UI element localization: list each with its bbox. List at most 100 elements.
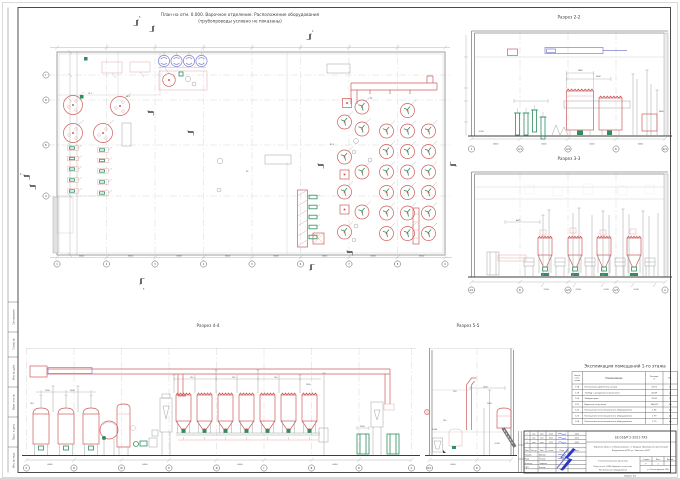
format-label: Формат А1 — [624, 475, 637, 478]
svg-text:3: 3 — [154, 263, 156, 266]
svg-text:16.21: 16.21 — [549, 438, 554, 440]
s22-masts — [631, 69, 659, 135]
svg-text:Дв: Дв — [669, 410, 673, 412]
svg-text:А/2: А/2 — [566, 289, 570, 292]
s22-crane-beam — [544, 47, 627, 54]
svg-text:Д: Д — [669, 398, 671, 400]
plan-tank-cluster — [337, 96, 373, 243]
svg-text:А: А — [411, 467, 413, 470]
svg-text:Пров.: Пров. — [525, 459, 530, 461]
svg-text:Д: Д — [669, 392, 671, 394]
svg-text:Б: Б — [615, 148, 617, 151]
svg-text:5: 5 — [251, 263, 253, 266]
svg-text:зам.: зам. — [532, 433, 536, 435]
s33-equipment: 4675 — [486, 207, 659, 277]
svg-text:750: 750 — [453, 391, 457, 393]
svg-text:6000: 6000 — [237, 464, 243, 466]
s44-green-frames: 1500 — [356, 401, 400, 455]
svg-text:0,000: 0,000 — [432, 429, 438, 431]
svg-text:42.89: 42.89 — [651, 392, 657, 394]
svg-text:Б/1: Б/1 — [663, 148, 667, 151]
floor-plan: План на отм. 0.000. Варочное отделение. … — [20, 12, 457, 291]
svg-text:К2: К2 — [370, 98, 372, 100]
svg-text:6000: 6000 — [638, 144, 644, 146]
floor-drain — [216, 187, 222, 193]
svg-text:750: 750 — [232, 377, 236, 379]
svg-text:6000: 6000 — [450, 464, 456, 466]
svg-text:4: 4 — [20, 173, 22, 176]
svg-text:Кат.: Кат. — [668, 378, 672, 380]
s44-elevator — [159, 393, 173, 455]
s44-duct — [29, 365, 395, 411]
plan-pumps-duct — [308, 194, 321, 240]
svg-text:6000: 6000 — [322, 255, 328, 257]
plan-ducts — [297, 75, 438, 248]
plan-title: План на отм. 0.000. Варочное отделение. … — [161, 12, 320, 17]
s22-red-box — [507, 48, 518, 56]
svg-text:1.79: 1.79 — [652, 421, 657, 423]
svg-text:Лист: Лист — [540, 450, 544, 452]
svg-text:лист: лист — [540, 433, 544, 435]
svg-text:2: 2 — [657, 463, 658, 465]
svg-text:А: А — [45, 195, 47, 198]
plan-big-tanks — [63, 91, 132, 143]
svg-text:Д: Д — [216, 467, 218, 470]
plan-tank-grid — [379, 99, 438, 241]
svg-text:118: 118 — [575, 387, 580, 389]
svg-text:Помещение вентиляционного обор: Помещение вентиляционного оборудования — [585, 414, 633, 417]
svg-text:щения: щения — [574, 380, 580, 382]
svg-text:Варочное отделение: Варочное отделение — [585, 404, 608, 406]
svg-text:1500: 1500 — [360, 426, 365, 428]
svg-text:Дв: Дв — [669, 404, 673, 406]
svg-text:1500: 1500 — [306, 384, 311, 386]
plan-pumps-left — [67, 144, 113, 196]
svg-text:1500: 1500 — [487, 403, 492, 405]
svg-text:Кол.уч: Кол.уч — [531, 450, 537, 452]
svg-text:Дв: Дв — [669, 421, 673, 423]
svg-text:16.91: 16.91 — [651, 387, 657, 389]
svg-text:6000: 6000 — [493, 144, 499, 146]
svg-text:121: 121 — [575, 404, 580, 406]
svg-text:6000: 6000 — [419, 255, 425, 257]
side-strip: Согласовано Справ. № Инв. № дубл. Взам. … — [8, 301, 18, 468]
svg-text:Н.контр.: Н.контр. — [525, 463, 533, 465]
svg-text:-1,150: -1,150 — [633, 289, 640, 291]
s22-cip-tanks — [513, 99, 569, 140]
svg-text:Помещение дробления солода: Помещение дробления солода — [585, 386, 618, 389]
sheet-title-2: Расположение оборудования — [599, 469, 627, 472]
svg-text:6000: 6000 — [371, 255, 377, 257]
svg-text:В1.2: В1.2 — [330, 144, 334, 146]
svg-text:Д: Д — [669, 387, 671, 389]
logo — [556, 448, 576, 471]
side-label: Согласовано — [13, 309, 16, 325]
svg-text:Смирнов: Смирнов — [539, 463, 547, 465]
svg-text:6000: 6000 — [79, 255, 85, 257]
svg-text:Помещение вентиляционного обор: Помещение вентиляционного оборудования — [585, 409, 633, 412]
svg-text:Дв: Дв — [669, 415, 673, 417]
svg-text:Б: Б — [45, 144, 47, 147]
svg-text:1: 1 — [471, 148, 473, 151]
svg-text:6000: 6000 — [274, 255, 280, 257]
svg-text:В: В — [45, 99, 47, 102]
side-label: Справ. № — [13, 338, 16, 349]
svg-text:04.21: 04.21 — [575, 433, 580, 435]
svg-text:поме-: поме- — [575, 377, 580, 379]
section-title: Разрез 2-2 — [558, 15, 581, 20]
svg-text:4675: 4675 — [516, 220, 521, 222]
svg-text:06.21: 06.21 — [575, 442, 580, 444]
svg-text:6000: 6000 — [332, 464, 338, 466]
svg-text:Разраб.: Разраб. — [525, 453, 532, 456]
plan-equipment-rects — [101, 61, 151, 79]
svg-text:ГИП: ГИП — [525, 467, 529, 469]
svg-text:Лаборатория: Лаборатория — [585, 397, 600, 400]
svg-text:Стадия: Стадия — [643, 459, 649, 461]
svg-text:6000: 6000 — [541, 144, 547, 146]
svg-text:1: 1 — [526, 433, 527, 435]
